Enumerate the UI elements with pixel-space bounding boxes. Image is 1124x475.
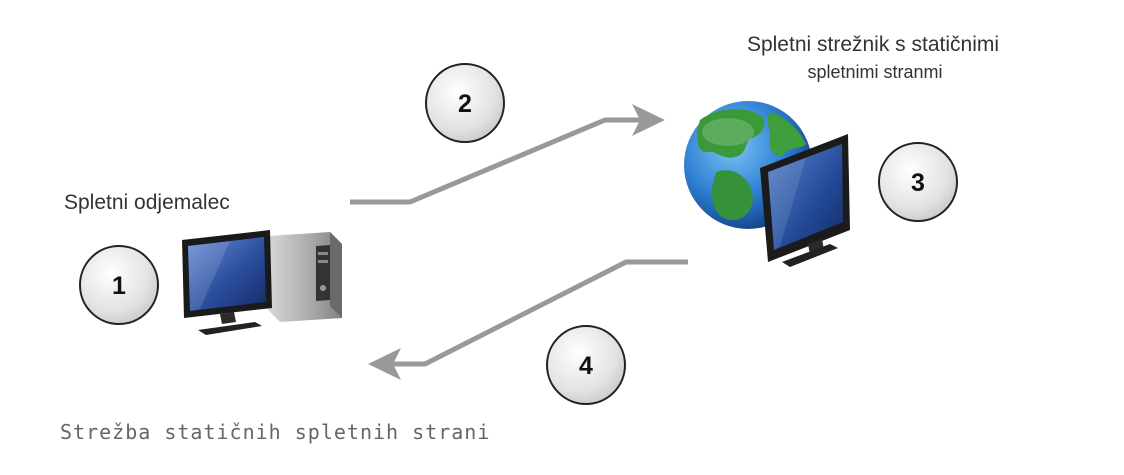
step-1-number: 1: [112, 272, 126, 300]
globe-monitor-icon: [684, 101, 850, 267]
step-4-number: 4: [579, 352, 593, 380]
diagram-caption: Strežba statičnih spletnih strani: [60, 420, 491, 444]
step-3-number: 3: [911, 169, 925, 197]
desktop-computer-icon: [182, 230, 342, 335]
request-arrow: [350, 104, 665, 205]
server-label-line1: Spletni strežnik s statičnimi: [747, 33, 999, 56]
step-2-number: 2: [458, 90, 472, 118]
server-label-line2: spletnimi stranmi: [807, 62, 942, 82]
step-4-circle: 4: [546, 325, 626, 405]
step-3-circle: 3: [878, 142, 958, 222]
response-arrow: [368, 259, 688, 380]
step-2-circle: 2: [425, 63, 505, 143]
client-label: Spletni odjemalec: [64, 191, 230, 214]
step-1-circle: 1: [79, 245, 159, 325]
